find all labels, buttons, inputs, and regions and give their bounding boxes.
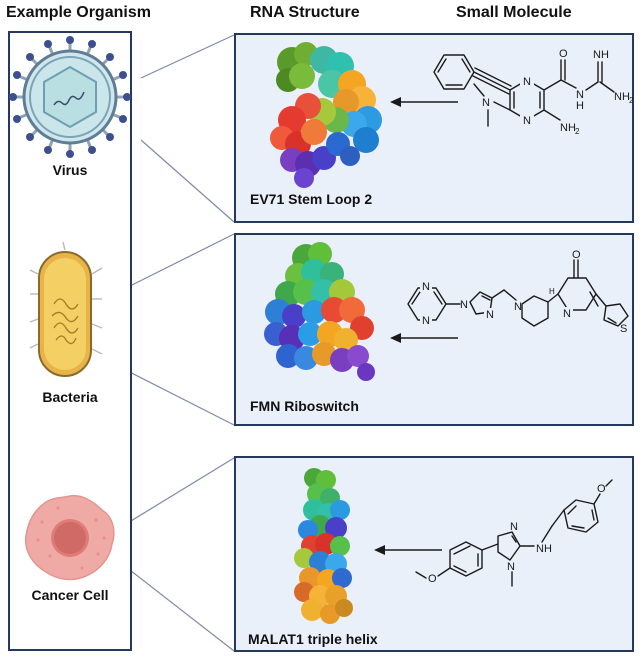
small-molecule-malat1: O NH N N O: [415, 479, 613, 587]
rna-structure-fmn: [264, 242, 375, 381]
atom-o: O: [559, 48, 568, 60]
atom-h-stereo: H: [549, 287, 555, 296]
atom-n-piperidine: N: [514, 301, 522, 313]
atom-o: O: [572, 249, 581, 261]
atom-n-dimethyl: N: [482, 97, 490, 109]
binding-arrow-fmn: [390, 333, 458, 343]
atom-n-ring: N: [563, 308, 571, 320]
atom-n: N: [422, 281, 430, 293]
atom-h: H: [576, 100, 584, 112]
atom-sub2: 2: [629, 96, 634, 105]
atom-n-amide: N: [576, 89, 584, 101]
atom-sub2-ring: 2: [575, 127, 580, 136]
binding-arrow-ev71: [390, 97, 458, 107]
atom-nh2-ring: NH: [560, 122, 576, 134]
atom-nh2: NH: [614, 91, 630, 103]
atom-n-methyl: N: [507, 561, 515, 573]
atom-s: S: [620, 323, 627, 335]
rna-structure-malat1: [294, 468, 353, 624]
small-molecule-fmn: N N N N N O N H S: [407, 249, 629, 335]
atom-n: N: [486, 309, 494, 321]
organism-label-virus: Virus: [52, 162, 88, 178]
atom-n: N: [510, 521, 518, 533]
binding-arrow-malat1: [374, 545, 442, 555]
connector-virus-top: [140, 34, 235, 79]
connector-cancer-bottom: [125, 566, 235, 652]
atom-nh-imine: NH: [593, 49, 609, 61]
connector-cancer-top: [125, 457, 235, 525]
header-small-molecule: Small Molecule: [456, 4, 572, 21]
atom-n: N: [523, 115, 531, 127]
organism-label-bacteria: Bacteria: [42, 389, 98, 405]
header-rna-structure: RNA Structure: [250, 4, 360, 21]
atom-n: N: [460, 299, 468, 311]
atom-nh: NH: [536, 543, 552, 555]
header-example-organism: Example Organism: [6, 4, 151, 21]
virus-icon: [9, 36, 131, 158]
bacteria-icon: [29, 241, 103, 377]
organism-label-cancer-cell: Cancer Cell: [31, 587, 109, 603]
connector-virus-bottom: [140, 139, 235, 223]
rna-label-ev71: EV71 Stem Loop 2: [250, 191, 373, 207]
small-molecule-ev71: N N O N H NH NH 2 NH 2 N: [433, 48, 634, 136]
atom-o-methoxy: O: [428, 573, 437, 585]
atom-o: O: [597, 483, 606, 495]
cancer-cell-icon: [24, 494, 115, 581]
rna-label-fmn: FMN Riboswitch: [250, 398, 359, 414]
rna-label-malat1: MALAT1 triple helix: [248, 631, 378, 647]
atom-n: N: [422, 315, 430, 327]
atom-n: N: [523, 76, 531, 88]
rna-structure-ev71: [270, 42, 382, 188]
